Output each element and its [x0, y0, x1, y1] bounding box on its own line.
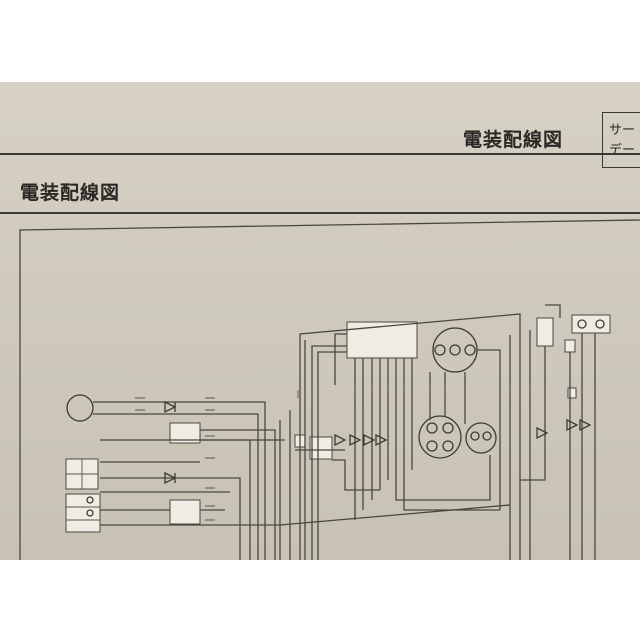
connector-pin-3	[426, 440, 438, 452]
diode-3	[334, 433, 347, 447]
diode-5	[363, 433, 376, 447]
diode-6	[375, 433, 388, 447]
wire-diode-loop	[332, 459, 380, 491]
magneto-coil-left	[434, 344, 446, 356]
harness-v3	[317, 351, 347, 560]
battery-fuse-holder	[564, 339, 576, 353]
main-switch-block	[65, 493, 101, 533]
header-rule	[0, 153, 640, 155]
connector-round-small	[465, 422, 497, 454]
connector-pin-4	[442, 440, 454, 452]
neutral-ground	[545, 304, 561, 318]
diode-row	[164, 400, 592, 485]
neutral-switch	[536, 317, 554, 347]
connector-b	[169, 499, 201, 525]
connector-small-pin-1	[470, 431, 480, 441]
magneto-coil-right	[464, 344, 476, 356]
diode-1	[164, 400, 177, 414]
harness-outer	[299, 313, 521, 560]
section-rule	[0, 212, 640, 214]
wire-h5	[100, 477, 241, 560]
connector-round-large	[418, 415, 462, 459]
diode-9	[579, 418, 592, 432]
cdi-lead-7	[403, 349, 501, 511]
wire-h10	[200, 429, 276, 560]
header-title: 電装配線図	[463, 129, 564, 151]
diode-4	[349, 433, 362, 447]
connector-pin-1	[426, 422, 438, 434]
section-title: 電装配線図	[20, 182, 121, 204]
fuse	[567, 387, 577, 399]
magneto	[432, 327, 478, 373]
horn	[66, 394, 94, 422]
horn-wires	[93, 401, 130, 415]
wire-h2	[130, 413, 259, 560]
wiring-diagram	[19, 219, 640, 560]
cdi-lead-6	[395, 358, 491, 501]
diode-2	[164, 471, 177, 485]
battery-terminal-neg	[577, 319, 587, 329]
diagram-frame	[19, 219, 640, 560]
battery-terminal-pos	[595, 319, 605, 329]
neutral-lead	[520, 346, 546, 481]
main-switch-contact-1	[86, 496, 94, 504]
connector-small-pin-2	[482, 431, 492, 441]
magneto-coil-center	[449, 344, 461, 356]
connector-c	[309, 436, 333, 460]
section-tab-line-1: サー	[609, 123, 636, 138]
diode-8	[566, 418, 579, 432]
cdi-unit	[346, 321, 418, 359]
connector-a	[169, 422, 201, 444]
main-switch-contact-2	[86, 509, 94, 517]
harness-v4	[334, 333, 347, 385]
label-ticks	[135, 385, 531, 521]
diode-7	[536, 426, 549, 440]
connector-pin-2	[442, 422, 454, 434]
